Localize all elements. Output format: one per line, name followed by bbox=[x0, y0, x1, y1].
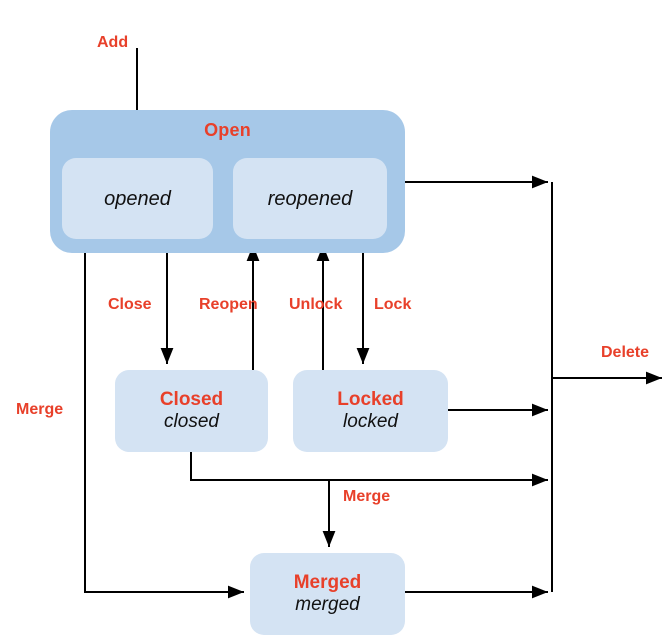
state-opened-label: opened bbox=[104, 187, 171, 210]
edge-label-unlock: Unlock bbox=[289, 296, 343, 313]
edge-closed-merge-to-bus bbox=[190, 452, 548, 487]
state-merged[interactable]: Merged merged bbox=[250, 553, 405, 635]
state-closed[interactable]: Closed closed bbox=[115, 370, 268, 452]
edge-label-merge-closed: Merge bbox=[343, 488, 391, 505]
edge-label-merge-open: Merge bbox=[16, 401, 64, 418]
edge-label-close: Close bbox=[108, 296, 152, 313]
state-closed-label: closed bbox=[164, 410, 219, 432]
state-merged-title: Merged bbox=[293, 571, 362, 593]
state-locked-title: Locked bbox=[337, 388, 404, 410]
state-reopened-label: reopened bbox=[267, 187, 353, 210]
edge-label-lock: Lock bbox=[374, 296, 412, 313]
edge-label-reopen: Reopen bbox=[199, 296, 258, 313]
state-reopened[interactable]: reopened bbox=[233, 158, 387, 239]
edge-merge-open-to-merged bbox=[84, 253, 244, 599]
edge-label-add: Add bbox=[97, 34, 129, 51]
state-locked[interactable]: Locked locked bbox=[293, 370, 448, 452]
state-opened[interactable]: opened bbox=[62, 158, 213, 239]
state-closed-title: Closed bbox=[159, 388, 224, 410]
edge-label-delete: Delete bbox=[601, 344, 650, 361]
group-open-title: Open bbox=[204, 120, 251, 140]
state-locked-label: locked bbox=[343, 410, 398, 432]
state-merged-label: merged bbox=[295, 593, 360, 615]
